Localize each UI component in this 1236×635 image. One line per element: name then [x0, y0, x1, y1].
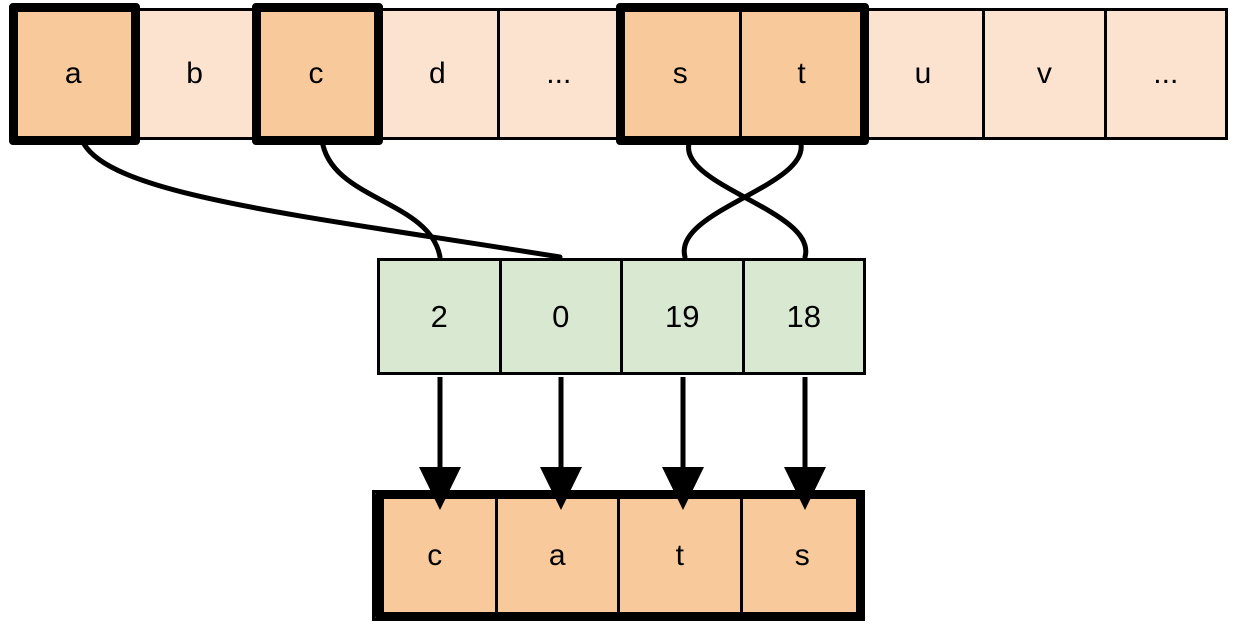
index-cell-0[interactable]: 2	[377, 258, 502, 375]
result-cell-a[interactable]: a	[494, 490, 620, 621]
curve-t-to-index-2	[681, 137, 804, 260]
alphabet-cell-u[interactable]: u	[860, 8, 986, 140]
result-cell-t[interactable]: t	[617, 490, 743, 621]
curve-s-to-index-3	[686, 137, 809, 260]
curve-a-to-index-1	[79, 137, 563, 260]
alphabet-cell-ellipsis-9[interactable]: ...	[1103, 8, 1228, 140]
alphabet-cell-b[interactable]: b	[132, 8, 257, 140]
curve-c-to-index-0	[319, 137, 443, 260]
index-cell-1[interactable]: 0	[498, 258, 623, 375]
result-cell-c[interactable]: c	[372, 490, 498, 621]
alphabet-cell-d[interactable]: d	[375, 8, 500, 140]
alphabet-cell-s[interactable]: s	[618, 8, 743, 140]
result-cell-s[interactable]: s	[739, 490, 865, 621]
alphabet-cell-c[interactable]: c	[253, 8, 379, 140]
alphabet-cell-a[interactable]: a	[11, 8, 136, 140]
alphabet-cell-ellipsis-4[interactable]: ...	[496, 8, 621, 140]
index-cell-3[interactable]: 18	[741, 258, 866, 375]
alphabet-cell-t[interactable]: t	[739, 8, 864, 140]
index-cell-2[interactable]: 19	[620, 258, 745, 375]
alphabet-cell-v[interactable]: v	[982, 8, 1107, 140]
